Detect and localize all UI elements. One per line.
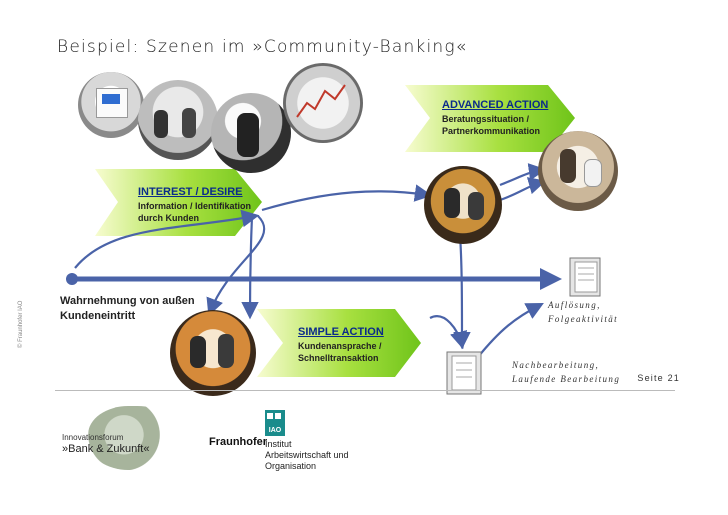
interest-desire-subtitle-1: Information / Identifikation <box>138 201 251 211</box>
external-perception-line-1: Wahrnehmung von außen <box>60 295 195 307</box>
external-perception-line-2: Kundeneintritt <box>60 310 136 322</box>
photo-exhibition-stand <box>211 93 291 173</box>
followup-label: Nachbearbeitung, Laufende Bearbeitung <box>512 358 620 386</box>
page-number: Seite 21 <box>637 373 680 383</box>
innovation-forum-logo: Innovationsforum »Bank & Zukunft« <box>58 406 198 476</box>
archive-icon-right <box>569 257 601 297</box>
interest-desire-label: INTEREST / DESIRE Information / Identifi… <box>138 186 251 224</box>
photo-counter-service <box>170 310 256 396</box>
flow-curve-adv-down <box>453 234 471 350</box>
simple-action-subtitle-1: Kundenansprache / <box>298 341 382 351</box>
fraunhofer-name: Fraunhofer <box>209 436 268 448</box>
vertical-copyright: © Fraunhofer IAO <box>18 300 24 348</box>
flow-curve-archive-to-resolution <box>477 302 544 358</box>
flow-curve-simple-to-archive <box>429 315 468 350</box>
photo-stock-chart-screen <box>283 63 363 143</box>
innovation-forum-line-2: »Bank & Zukunft« <box>62 443 150 455</box>
simple-action-subtitle-2: Schnelltransaktion <box>298 353 379 363</box>
institute-line-3: Organisation <box>265 461 317 471</box>
timeline-start-dot <box>66 273 78 285</box>
flow-curve-to-simple-2 <box>241 215 259 320</box>
advanced-action-arrow <box>405 85 575 152</box>
photo-partner-talk <box>538 131 618 211</box>
advanced-action-subtitle-2: Partnerkommunikation <box>442 126 541 136</box>
institute-line-2: Arbeitswirtschaft und <box>265 450 349 460</box>
resolution-line-2: Folgeaktivität <box>548 314 619 324</box>
interest-desire-arrow <box>95 169 262 236</box>
external-perception-label: Wahrnehmung von außen Kundeneintritt <box>60 294 195 324</box>
flow-curve-adv-to-partner-2 <box>499 177 547 202</box>
innovation-forum-line-1: Innovationsforum <box>62 433 124 442</box>
institute-line-1: Institut <box>265 439 292 449</box>
resolution-line-1: Auflösung, <box>548 300 601 310</box>
institute-text: Institut Arbeitswirtschaft und Organisat… <box>265 439 349 472</box>
footer-divider <box>55 390 675 391</box>
interest-desire-title: INTEREST / DESIRE <box>138 186 243 198</box>
photo-seated-meeting <box>138 80 218 160</box>
interest-desire-subtitle-2: durch Kunden <box>138 213 199 223</box>
followup-line-1: Nachbearbeitung, <box>512 360 600 370</box>
resolution-label: Auflösung, Folgeaktivität <box>548 298 618 326</box>
simple-action-title: SIMPLE ACTION <box>298 326 384 338</box>
slide-title: Beispiel: Szenen im »Community-Banking« <box>57 37 468 57</box>
simple-action-label: SIMPLE ACTION Kundenansprache / Schnellt… <box>298 326 384 364</box>
archive-icon-bottom <box>446 351 482 395</box>
followup-line-2: Laufende Bearbeitung <box>512 374 621 384</box>
flow-curve-to-advanced <box>261 184 433 212</box>
photo-expo-sign <box>78 72 144 138</box>
advanced-action-subtitle-1: Beratungssituation / <box>442 114 530 124</box>
photo-advisory-meeting <box>424 166 502 244</box>
advanced-action-label: ADVANCED ACTION Beratungssituation / Par… <box>442 99 548 137</box>
flow-curve-to-interest-1 <box>74 209 260 269</box>
flow-curve-adv-to-partner-1 <box>499 163 547 187</box>
timeline-arrowhead <box>540 268 562 290</box>
iao-badge-text: IAO <box>268 427 282 434</box>
simple-action-arrow <box>257 309 421 377</box>
iao-logo-badge: IAO <box>265 410 285 436</box>
advanced-action-title: ADVANCED ACTION <box>442 99 549 111</box>
